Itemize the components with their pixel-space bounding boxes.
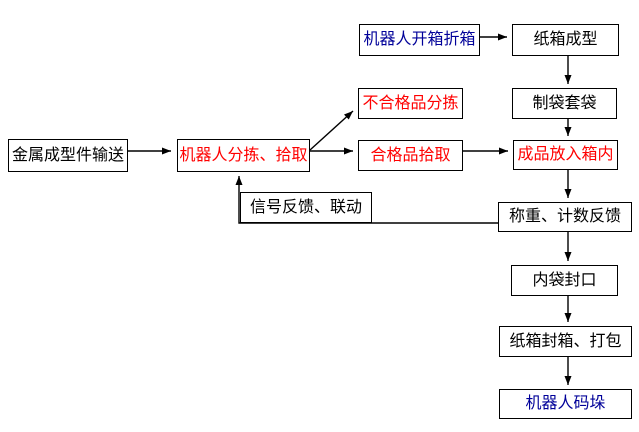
- node-label: 成品放入箱内: [517, 146, 614, 163]
- node-signal-feedback-linkage: 信号反馈、联动: [240, 192, 372, 223]
- node-inner-bag-sealing: 内袋封口: [511, 265, 618, 296]
- node-carton-forming: 纸箱成型: [512, 24, 619, 56]
- node-metal-forming-part-conveying: 金属成型件输送: [8, 139, 128, 172]
- node-label: 机器人开箱折箱: [363, 31, 476, 48]
- node-carton-sealing-packing: 纸箱封箱、打包: [499, 326, 632, 357]
- node-label: 纸箱封箱、打包: [509, 332, 622, 350]
- node-label: 机器人分拣、拾取: [179, 146, 308, 164]
- arrow-feedback-loop: [235, 176, 498, 224]
- node-robot-carton-opening-folding: 机器人开箱折箱: [359, 24, 480, 56]
- node-label: 金属成型件输送: [11, 146, 124, 164]
- node-label: 称重、计数反馈: [508, 208, 621, 225]
- node-label: 合格品拾取: [370, 146, 451, 164]
- node-reject-product-sorting: 不合格品分拣: [358, 88, 463, 119]
- node-robot-palletizing: 机器人码垛: [499, 389, 632, 419]
- node-label: 不合格品分拣: [362, 94, 459, 112]
- node-label: 信号反馈、联动: [249, 198, 362, 216]
- node-bag-making-bagging: 制袋套袋: [512, 88, 617, 119]
- node-product-into-box: 成品放入箱内: [513, 140, 618, 170]
- node-qualified-product-picking: 合格品拾取: [358, 140, 463, 171]
- node-label: 纸箱成型: [533, 31, 598, 48]
- node-label: 内袋封口: [532, 271, 597, 289]
- node-label: 制袋套袋: [532, 94, 597, 112]
- node-robot-sorting-picking: 机器人分拣、拾取: [177, 139, 310, 172]
- node-weighing-counting-feedback: 称重、计数反馈: [498, 202, 632, 232]
- arrow-sorting-to-reject: [309, 110, 354, 151]
- node-label: 机器人码垛: [525, 395, 606, 412]
